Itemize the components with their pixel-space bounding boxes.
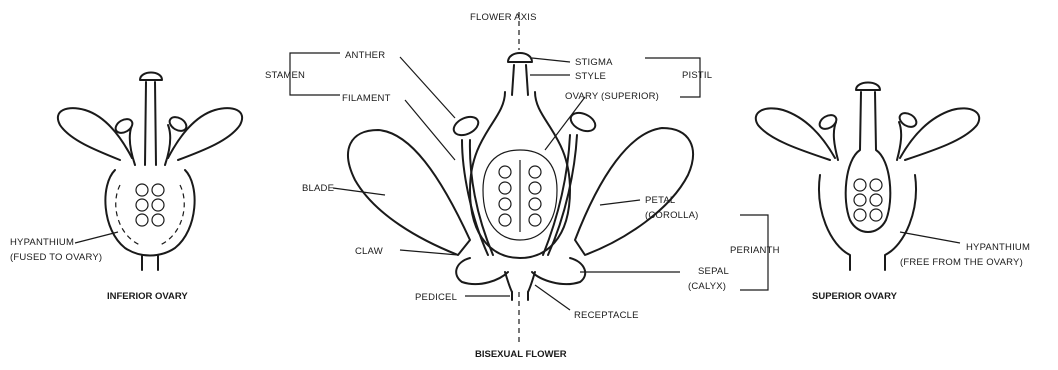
label-anther: ANTHER [345, 50, 385, 61]
label-stigma: STIGMA [575, 57, 613, 68]
label-sepal: SEPAL [698, 266, 729, 277]
ovules [499, 160, 541, 232]
label-flower-axis: FLOWER AXIS [470, 12, 537, 23]
label-style: STYLE [575, 71, 606, 82]
label-pistil: PISTIL [682, 70, 712, 81]
caption-bisexual-flower: BISEXUAL FLOWER [475, 349, 567, 360]
label-stamen: STAMEN [265, 70, 305, 81]
label-filament: FILAMENT [342, 93, 391, 104]
label-claw: CLAW [355, 246, 383, 257]
label-pedicel: PEDICEL [415, 292, 457, 303]
bisexual-flower-drawing [348, 12, 693, 345]
label-receptacle: RECEPTACLE [574, 310, 639, 321]
superior-ovary-drawing [756, 83, 979, 271]
caption-superior-ovary: SUPERIOR OVARY [812, 291, 898, 302]
caption-inferior-ovary: INFERIOR OVARY [107, 291, 188, 302]
label-hypanthium-right: HYPANTHIUM [966, 242, 1030, 253]
label-petal: PETAL [645, 195, 675, 206]
leader-lines [75, 53, 960, 310]
label-corolla: (COROLLA) [645, 210, 699, 221]
label-ovary-superior: OVARY (SUPERIOR) [565, 91, 659, 102]
label-hypanthium-right-note: (FREE FROM THE OVARY) [900, 257, 1023, 268]
label-blade: BLADE [302, 183, 334, 194]
label-hypanthium-left: HYPANTHIUM [10, 237, 74, 248]
label-calyx: (CALYX) [688, 281, 726, 292]
label-perianth: PERIANTH [730, 245, 780, 256]
label-hypanthium-left-note: (FUSED TO OVARY) [10, 252, 102, 263]
